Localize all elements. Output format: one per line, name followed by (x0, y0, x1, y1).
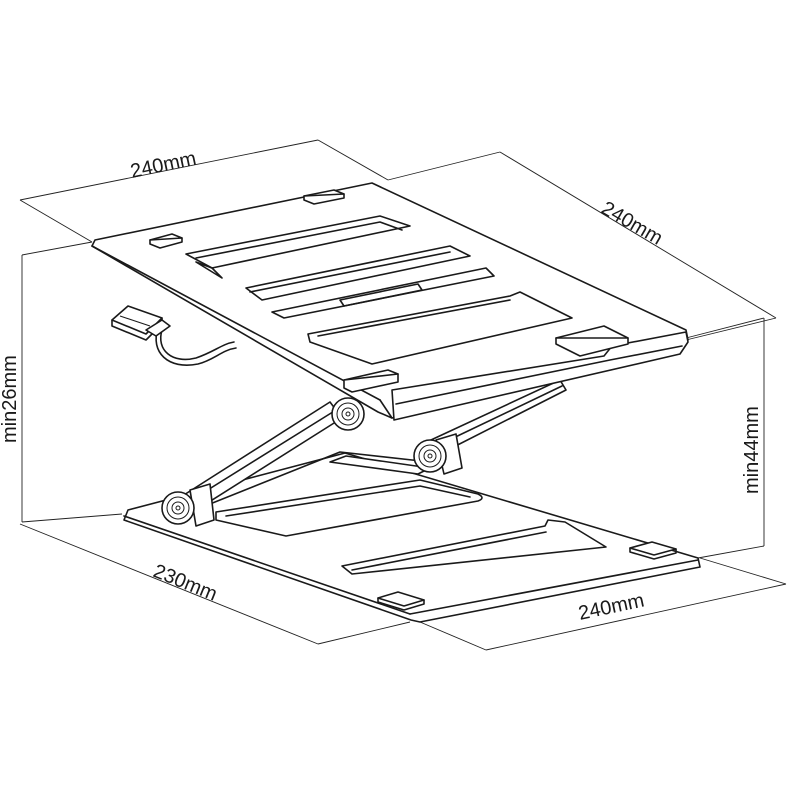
base-width-label: 230mm (150, 560, 220, 605)
min-height-rear-label: min44mm (741, 406, 763, 494)
top-width-label: 240mm (128, 148, 198, 183)
hinges (161, 397, 463, 527)
hinge-front-left (161, 483, 215, 527)
dimension-lines (19, 139, 787, 651)
top-depth-label: 240mm (598, 197, 667, 249)
hinge-rear-center (413, 433, 463, 475)
hinge-top-center (331, 397, 365, 431)
usb-cable (111, 305, 237, 366)
front-lip (391, 331, 689, 421)
base-depth-label: 240mm (576, 590, 646, 625)
top-plate (91, 182, 689, 421)
min-height-front-label: min26mm (0, 355, 21, 443)
